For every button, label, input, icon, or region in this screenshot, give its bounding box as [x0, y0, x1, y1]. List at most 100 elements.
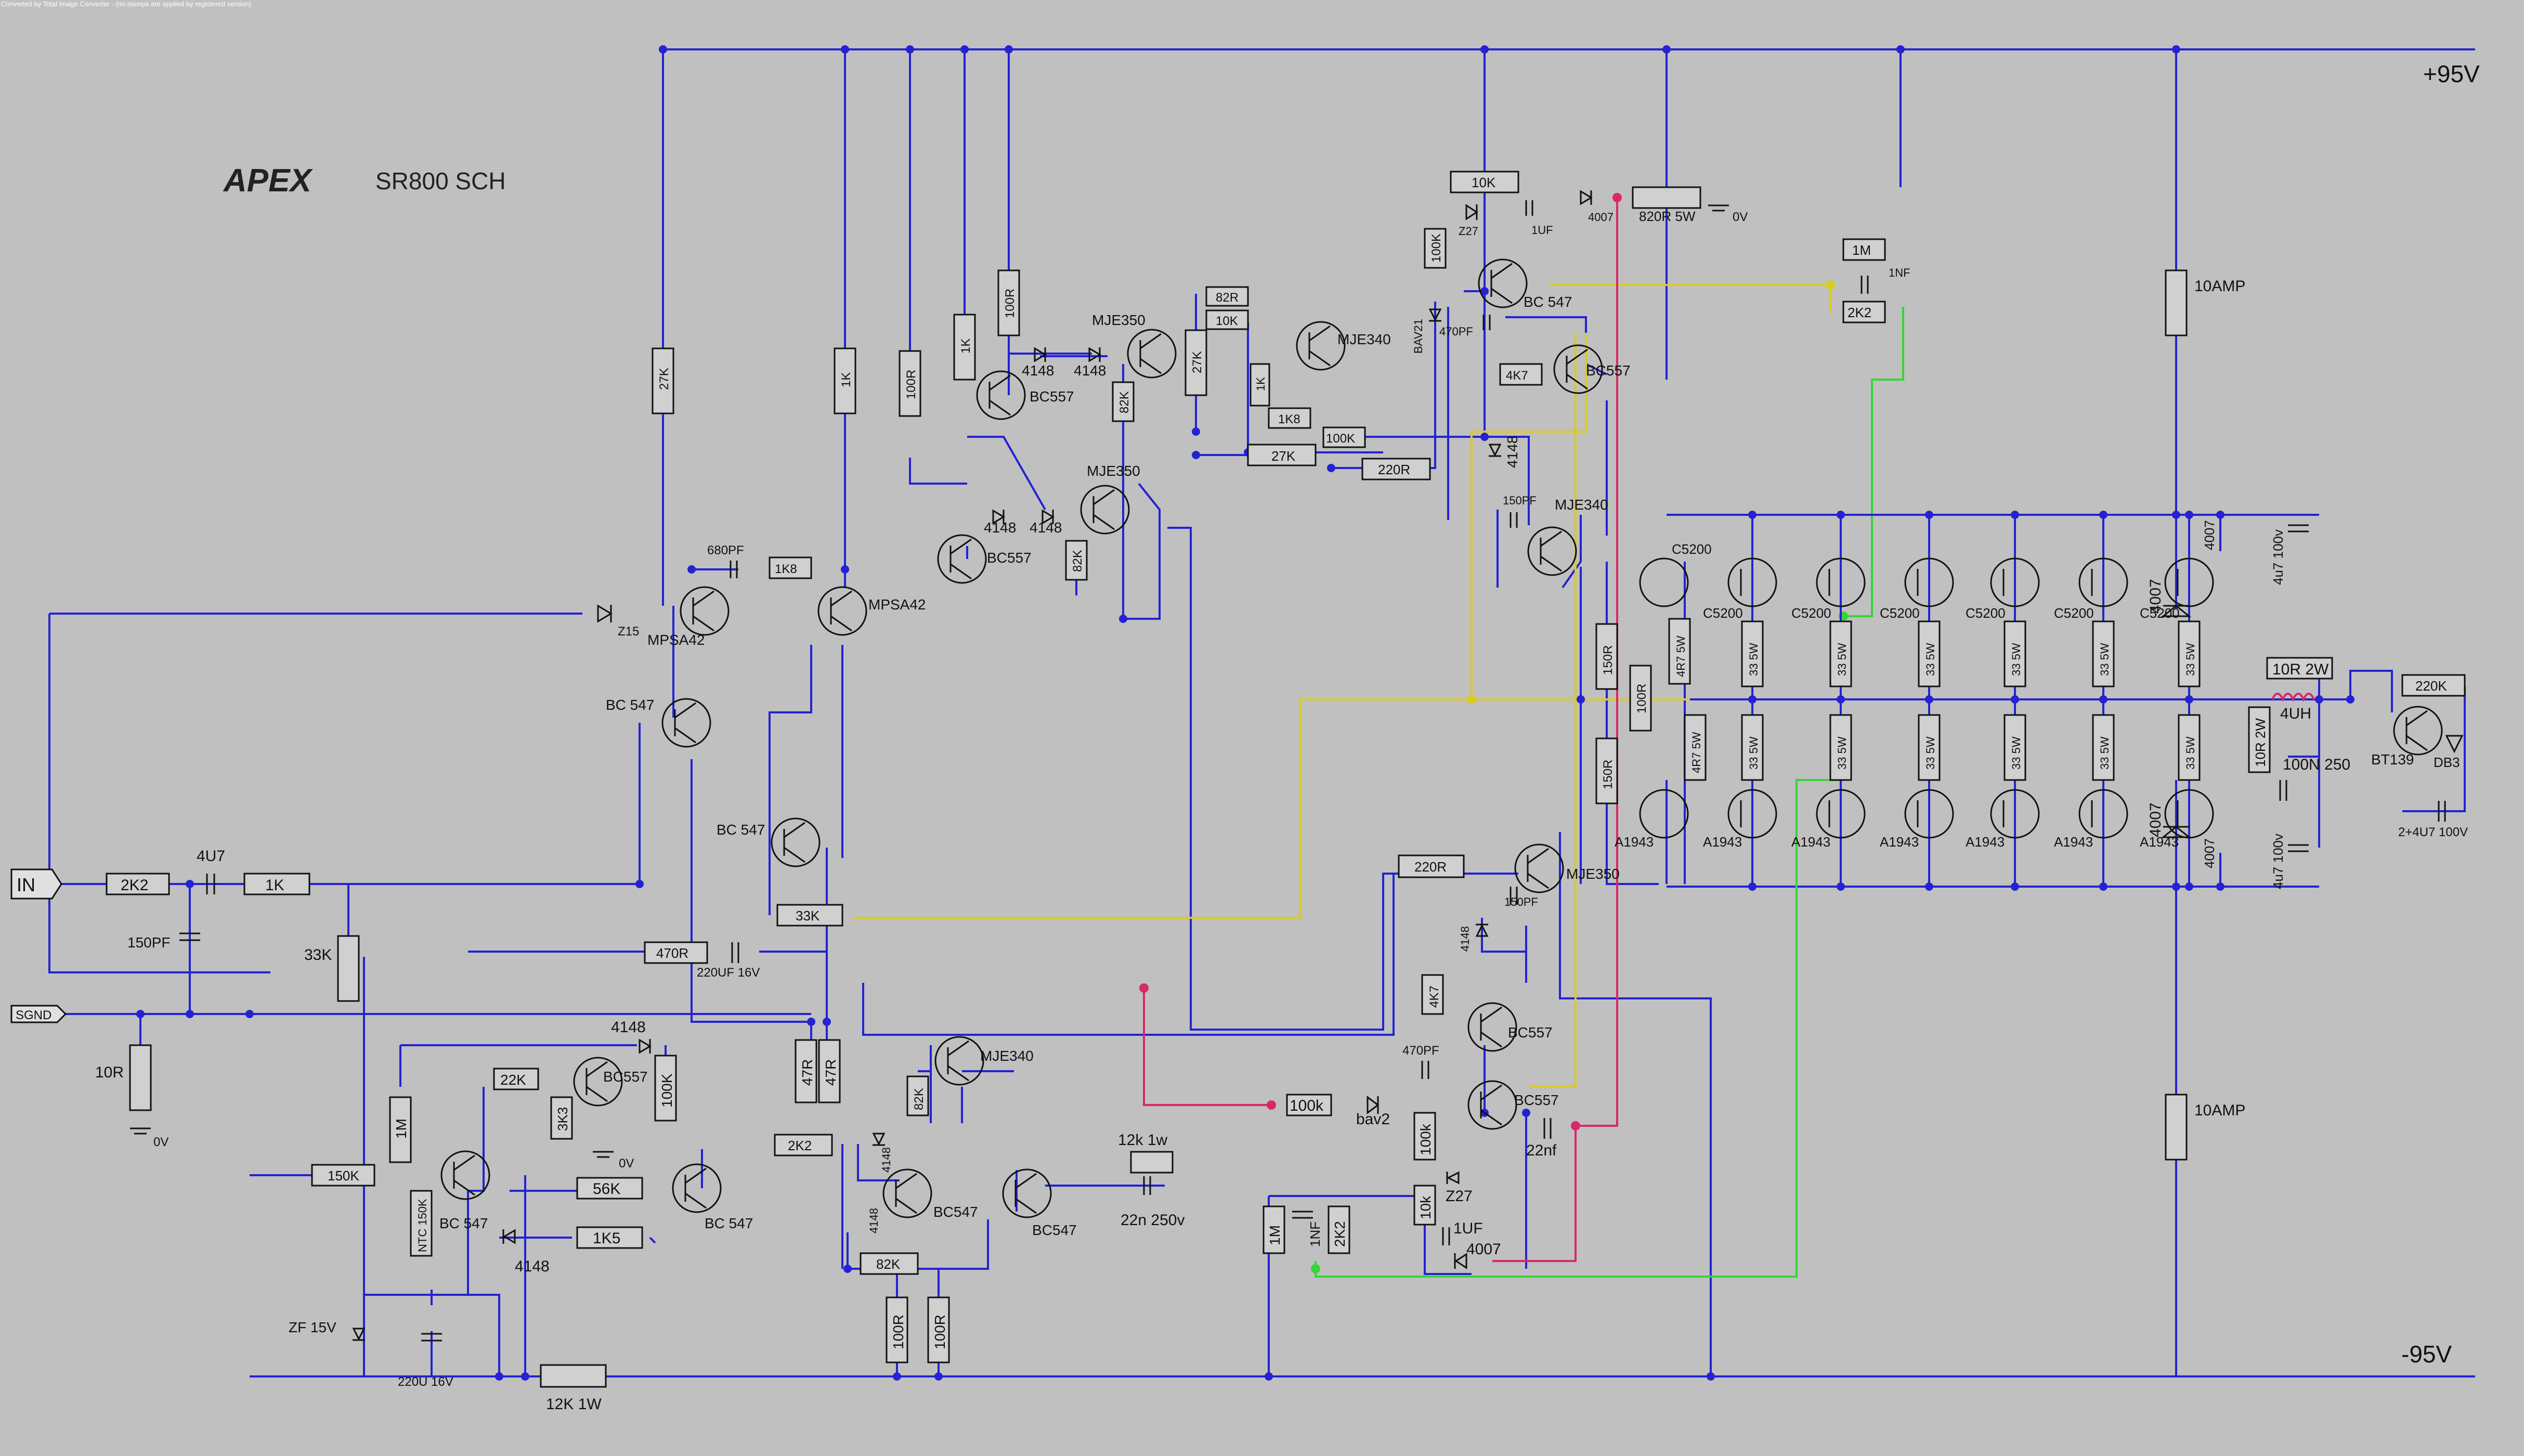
transistor-c5200-4: C5200 [1966, 557, 2040, 621]
resistor-100r-d: 100R [886, 1296, 908, 1363]
resistor-82k-a: 82K [1112, 381, 1135, 422]
fuse-bottom: 10AMP [2165, 1094, 2245, 1161]
a1943-label-2: A1943 [1791, 834, 1830, 850]
resistor-1k-a-label: 1K [839, 372, 853, 387]
resistor-4k7-a-label: 4K7 [1506, 369, 1528, 383]
resistor-2k2-in-label: 2K2 [121, 877, 148, 894]
resistor-12k-1w-b: 12k 1w [1118, 1132, 1174, 1174]
resistor-100r-e: 100R [927, 1296, 950, 1363]
inductor-4uh: 4UH [2271, 693, 2315, 722]
transistor-bc547-b-label: BC 547 [717, 822, 765, 838]
capacitor-220u-16v: 220U 16V [398, 1333, 453, 1389]
model-title: SR800 SCH [375, 167, 506, 194]
resistor-2k2-in: 2K2 [106, 873, 170, 895]
transistor-c5200-2: C5200 [1791, 557, 1866, 621]
resistor-1k-in-label: 1K [265, 877, 284, 894]
transistor-c5200-3: C5200 [1880, 557, 1954, 621]
sgnd-port-label: SGND [16, 1008, 51, 1022]
fuse-top: 10AMP [2165, 269, 2245, 336]
resistor-1k8-b: 1K8 [769, 556, 812, 579]
a1943-label-1: A1943 [1703, 834, 1742, 850]
capacitor-22n-250v-label: 22n 250v [1121, 1212, 1185, 1229]
diode-4148-b-label: 4148 [1074, 362, 1106, 379]
resistor-33k-in-label: 33K [304, 946, 332, 964]
resistor-100r-a: 100R [899, 350, 921, 417]
resistor-1m-top: 1M [1842, 238, 1886, 261]
resistor-4k7-a: 4K7 [1499, 363, 1543, 386]
resistor-33k-mid: 33K [776, 904, 843, 927]
resistor-4r7-a: 4R7 5W [1668, 618, 1691, 685]
capacitor-100n-250: 100N 250 [2279, 756, 2350, 801]
capacitor-220uf-label: 220UF 16V [697, 966, 760, 980]
diode-4007-out-b-label: 4007 [2202, 838, 2217, 868]
capacitor-470pf-a: 470PF [1439, 315, 1491, 338]
transistor-mje350-b: MJE350 [1080, 463, 1140, 535]
resistor-10k-top: 10K [1450, 171, 1519, 193]
resistor-220r-b: 220R [1398, 854, 1465, 878]
capacitor-150pf-in-label: 150PF [127, 934, 171, 951]
transistor-c5200-5: C5200 [2054, 557, 2128, 621]
resistor-100r-e-label: 100R [932, 1315, 948, 1349]
resistor-ntc-150k-label: NTC 150K [416, 1199, 429, 1252]
ground-0v-a: 0V [130, 1127, 168, 1149]
transistor-mje340-b-label: MJE340 [1555, 497, 1608, 513]
transistor-bc557-f-label: BC557 [603, 1069, 648, 1085]
a1943-label-5: A1943 [2054, 834, 2093, 850]
capacitor-150pf-in: 150PF [127, 932, 200, 951]
resistor-2k2-b: 2K2 [1328, 1205, 1350, 1254]
resistor-470r-label: 470R [656, 945, 688, 961]
ground-0v-c-label: 0V [1733, 210, 1748, 224]
input-port-label: IN [17, 874, 35, 895]
diode-4007-b-label: 4007 [1466, 1241, 1501, 1258]
resistor-33-5w-4-2: 33 5W [2003, 714, 2026, 781]
diode-4148-b: 4148 [1074, 347, 1106, 379]
resistor-2k2-mid: 2K2 [774, 1134, 833, 1156]
zener-zf15v: ZF 15V [289, 1319, 366, 1341]
resistor-10r-2w-b: 10R 2W [2248, 706, 2271, 773]
transistor-a1943-3: A1943 [1880, 789, 1954, 850]
transistor-mpsa42-b-label: MPSA42 [868, 596, 926, 613]
resistor-12k-1w-label: 12K 1W [546, 1396, 602, 1413]
diode-4148-c-label: 4148 [984, 519, 1016, 536]
transistor-triac-bt139: BT139 [2371, 706, 2443, 768]
capacitor-1nf-b: 1NF [1292, 1211, 1323, 1247]
resistor-2k2-b-label: 2K2 [1332, 1221, 1348, 1247]
resistor-100r-c-label: 100R [1635, 684, 1649, 713]
resistor-1m-a: 1M [389, 1096, 412, 1163]
resistor-1k-c: 1K [1250, 363, 1270, 407]
transistor-bc557-a-label: BC557 [1030, 388, 1074, 405]
capacitor-1uf-top: 1UF [1525, 200, 1553, 237]
resistor-27k-a: 27K [652, 347, 674, 414]
capacitor-22n-250v: 22n 250v [1121, 1176, 1185, 1229]
c5200-label-5: C5200 [2054, 605, 2094, 621]
sgnd-port[interactable]: SGND [10, 1005, 67, 1023]
rail-negative-label: -95V [2401, 1341, 2452, 1368]
resistor-4k7-b-label: 4K7 [1427, 985, 1441, 1008]
input-port[interactable]: IN [10, 868, 62, 900]
capacitor-680pf: 680PF [707, 543, 744, 578]
resistor-1k5: 1K5 [576, 1226, 643, 1249]
capacitor-22nf-label: 22nf [1526, 1142, 1557, 1159]
transistor-bc557-a: BC557 [976, 370, 1074, 420]
ground-0v-a-label: 0V [153, 1135, 168, 1149]
a1943-driver-label: A1943 [1615, 834, 1654, 850]
transistor-bc547-c-label: BC 547 [439, 1215, 488, 1231]
resistor-33-5w-5-2: 33 5W [2092, 714, 2115, 781]
resistor-100r-d-label: 100R [890, 1315, 906, 1349]
diode-4148-a: 4148 [1022, 347, 1054, 379]
transistor-bc557-c-label: BC557 [1586, 362, 1631, 379]
zener-zf15v-label: ZF 15V [289, 1319, 336, 1335]
transistor-bc557-b-label: BC557 [987, 550, 1032, 566]
transistor-c5200-driver: C5200 [1639, 541, 1712, 607]
diode-4007-b: 4007 [1454, 1241, 1501, 1269]
resistor-47r-a: 47R [795, 1039, 817, 1103]
fuse-bottom-label: 10AMP [2194, 1102, 2245, 1119]
resistor-10k-a-label: 10K [1216, 314, 1238, 328]
resistor-100k-d-label: 100k [1417, 1123, 1434, 1155]
diode-4148-i: 4148 [867, 1208, 880, 1233]
diode-4007-rail-bottom: 4007 [2147, 802, 2192, 838]
diode-4148-d-label: 4148 [1030, 519, 1062, 536]
resistor-33-5w-6-1: 33 5W [2178, 620, 2201, 687]
